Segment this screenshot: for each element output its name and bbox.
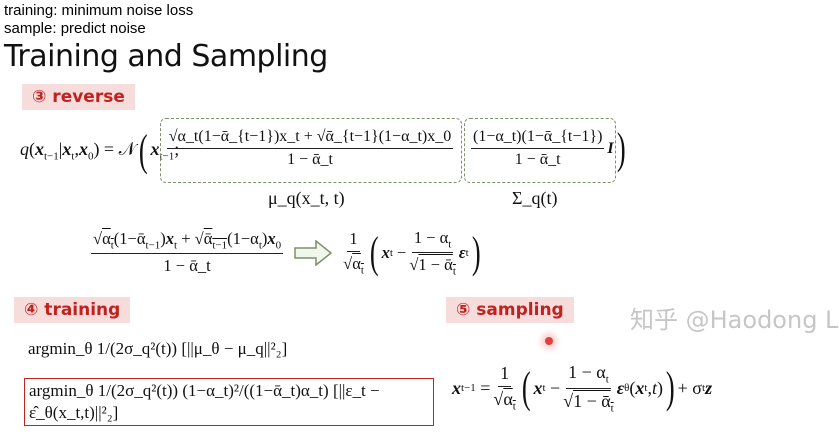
right-arrow-icon <box>294 239 333 266</box>
posterior-lhs: q(xt−1|xt,x0) = 𝒩 <box>20 139 136 163</box>
section-tag-sampling: ⑤ sampling <box>446 297 574 323</box>
note-training: training: minimum noise loss <box>4 2 194 19</box>
sigma-label: Σ_q(t) <box>512 188 558 208</box>
watermark: 知乎 @Haodong Li <box>630 306 839 334</box>
sigma-numerator: (1−α_t)(1−ᾱ_{t−1}) <box>471 128 605 149</box>
mu-label: μ_q(x_t, t) <box>268 188 345 208</box>
mu-fraction: √α_t(1−ᾱ_{t−1})x_t + √ᾱ_{t−1}(1−α_t)x_0 … <box>164 128 456 169</box>
training-loss-mu: argmin_θ 1/(2σ_q²(t)) [||μ_θ − μ_q||²₂] <box>28 339 288 358</box>
note-sample: sample: predict noise <box>4 20 146 37</box>
page-title: Training and Sampling <box>4 39 328 74</box>
mu-numerator: √α_t(1−ᾱ_{t−1})x_t + √ᾱ_{t−1}(1−α_t)x_0 <box>166 128 454 149</box>
cursor-dot <box>545 337 553 345</box>
sigma-denominator: 1 − ᾱ_t <box>514 151 561 168</box>
mu-denominator: 1 − ᾱ_t <box>287 151 333 168</box>
mean-reparam-equation: √αt(1−ᾱt−1)xt + √ᾱt−1(1−αt)x0 1 − ᾱ_t 1√… <box>91 227 481 278</box>
reparam-denominator: 1 − ᾱ_t <box>163 256 211 276</box>
mu-dashed-box <box>160 118 462 183</box>
section-tag-training: ④ training <box>14 297 131 323</box>
sigma-fraction: (1−α_t)(1−ᾱ_{t−1})1 − ᾱ_t I) <box>471 123 626 173</box>
section-tag-reverse: ③ reverse <box>22 84 135 110</box>
reverse-posterior-equation: q(xt−1|xt,x0) = 𝒩 ( xt−1; <box>20 126 180 175</box>
training-loss-epsilon: argmin_θ 1/(2σ_q²(t)) (1−α_t)²/((1−ᾱ_t)α… <box>24 378 434 426</box>
sigma-dashed-box <box>464 118 616 183</box>
